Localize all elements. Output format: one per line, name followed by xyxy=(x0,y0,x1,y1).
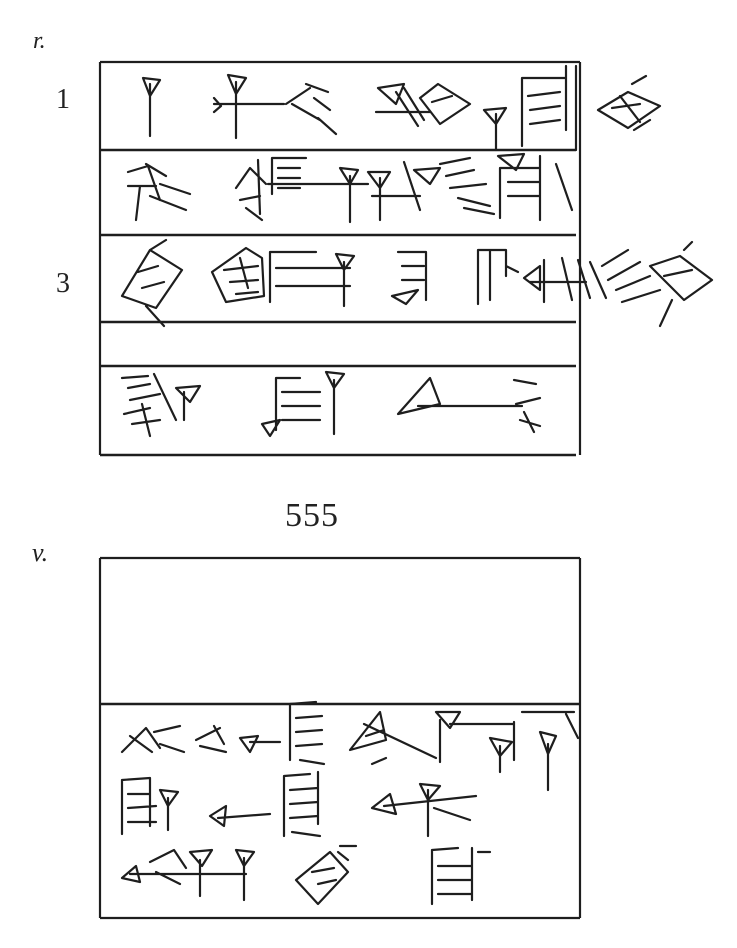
obverse-side-label: r. xyxy=(33,28,46,54)
reverse-line-2-signs xyxy=(120,770,478,838)
obverse-tablet-frame xyxy=(98,60,582,457)
reverse-line-1-signs xyxy=(120,700,580,792)
line-number-3: 3 xyxy=(56,268,70,299)
obverse-line-1-signs xyxy=(141,64,662,152)
reverse-side-label: v. xyxy=(32,538,49,567)
line-number-1: 1 xyxy=(56,84,70,115)
obverse-line-3-signs xyxy=(120,238,714,328)
obverse-line-5-signs xyxy=(120,370,542,438)
tablet-number: 555 xyxy=(285,497,339,534)
reverse-tablet-frame xyxy=(98,556,582,920)
reverse-line-3-signs xyxy=(120,844,492,906)
obverse-line-2-signs xyxy=(126,152,574,224)
